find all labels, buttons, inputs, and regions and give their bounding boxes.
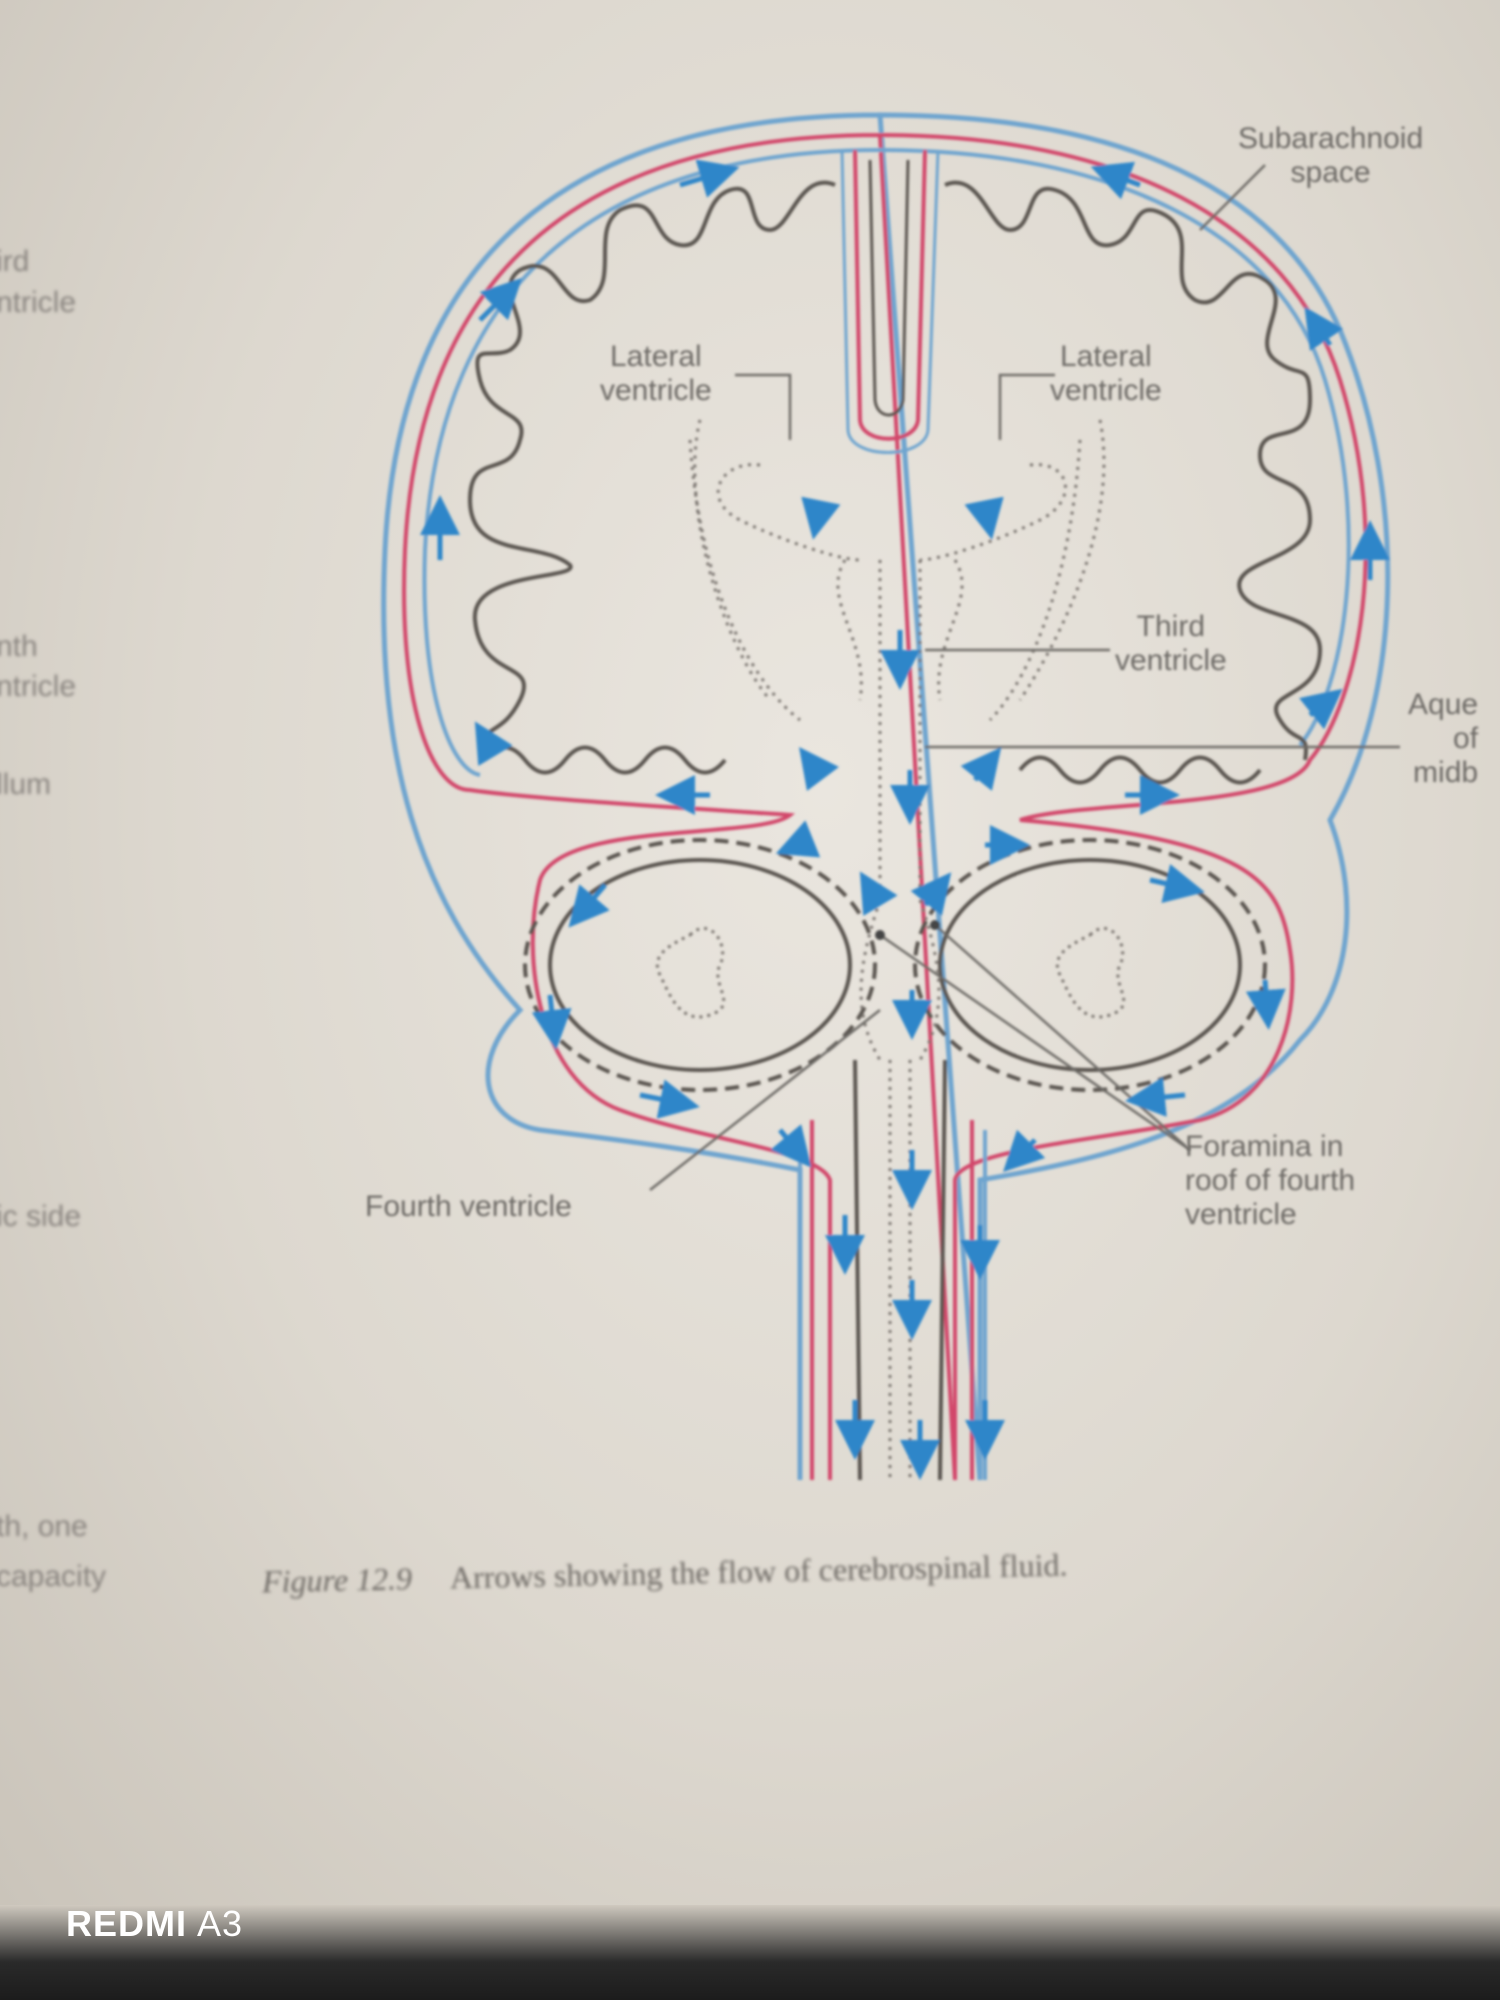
label-lateral-ventricle-right: Lateral ventricle [1050, 340, 1162, 407]
flow-arrow [639, 1079, 700, 1119]
flow-arrow [679, 159, 740, 198]
dentate-left [655, 927, 726, 1019]
label-fourth-ventricle: Fourth ventricle [365, 1190, 572, 1223]
watermark-brand: REDMI [66, 1903, 187, 1944]
label-aqueduct: Aque of midb [1408, 688, 1479, 789]
flow-arrow [801, 496, 841, 540]
outer-blue-outline [381, 112, 1391, 1481]
lateral-ventricle-right-shape [919, 439, 1082, 722]
flow-arrow [1090, 161, 1141, 200]
margin-text: nth [0, 630, 38, 663]
margin-text: ntricle [0, 670, 77, 703]
leader-lateral-right [998, 373, 1055, 440]
label-lateral-ventricle-left: Lateral ventricle [600, 340, 712, 407]
watermark-model: A3 [197, 1903, 244, 1944]
leader-lateral-left [735, 373, 792, 440]
margin-text: th, one [0, 1510, 88, 1543]
label-third-ventricle: Third ventricle [1115, 610, 1227, 677]
flow-arrow [910, 872, 952, 916]
cerebellum-left [548, 858, 852, 1072]
cerebellum-right [938, 858, 1242, 1072]
margin-text: capacity [0, 1560, 107, 1593]
lateral-ventricle-left-shape [688, 439, 861, 722]
central-canal [888, 1060, 912, 1480]
flow-arrow [770, 1124, 812, 1168]
tentorium-right [1018, 755, 1262, 785]
spinal-cord [853, 1059, 947, 1481]
flow-arrow [859, 871, 898, 917]
tentorium-left [483, 745, 727, 775]
margin-text: ird [0, 245, 30, 278]
fourth-ventricle-shape [859, 899, 941, 1061]
flow-arrow [1245, 979, 1286, 1030]
csf-flow-arrows [420, 159, 1390, 1480]
inner-blue-outline [422, 148, 881, 777]
flow-arrow [799, 747, 839, 791]
margin-text: ntricle [0, 286, 77, 319]
flow-arrow [478, 277, 523, 322]
third-ventricle-channel [878, 560, 922, 900]
flow-arrow [775, 820, 821, 858]
flow-arrow [1304, 306, 1344, 352]
leader-fourth [649, 1009, 881, 1191]
figure-number: Figure 12.9 [261, 1560, 413, 1600]
flow-arrow [960, 747, 1002, 791]
dentate-right [1055, 927, 1126, 1019]
flow-arrow [964, 496, 1004, 540]
red-pia-outline [402, 132, 1368, 1481]
flow-arrow [1002, 1129, 1046, 1173]
margin-text: ic side [0, 1200, 82, 1233]
falx [853, 149, 927, 441]
flow-arrow [1149, 863, 1205, 904]
flow-arrow [1125, 1077, 1186, 1117]
flow-arrow [531, 994, 572, 1050]
page-shadow [0, 1905, 1500, 2000]
label-foramina: Foramina in roof of fourth ventricle [1185, 1130, 1356, 1231]
right-hemisphere-gyri [944, 180, 1323, 761]
flow-arrow [568, 883, 610, 928]
flow-arrow [474, 721, 513, 767]
margin-text: llum [0, 768, 52, 801]
left-hemisphere-gyri [467, 180, 836, 761]
leader-subarachnoid [1199, 164, 1266, 231]
flow-arrow [1299, 688, 1343, 730]
label-subarachnoid-space: Subarachnoid space [1238, 122, 1424, 189]
